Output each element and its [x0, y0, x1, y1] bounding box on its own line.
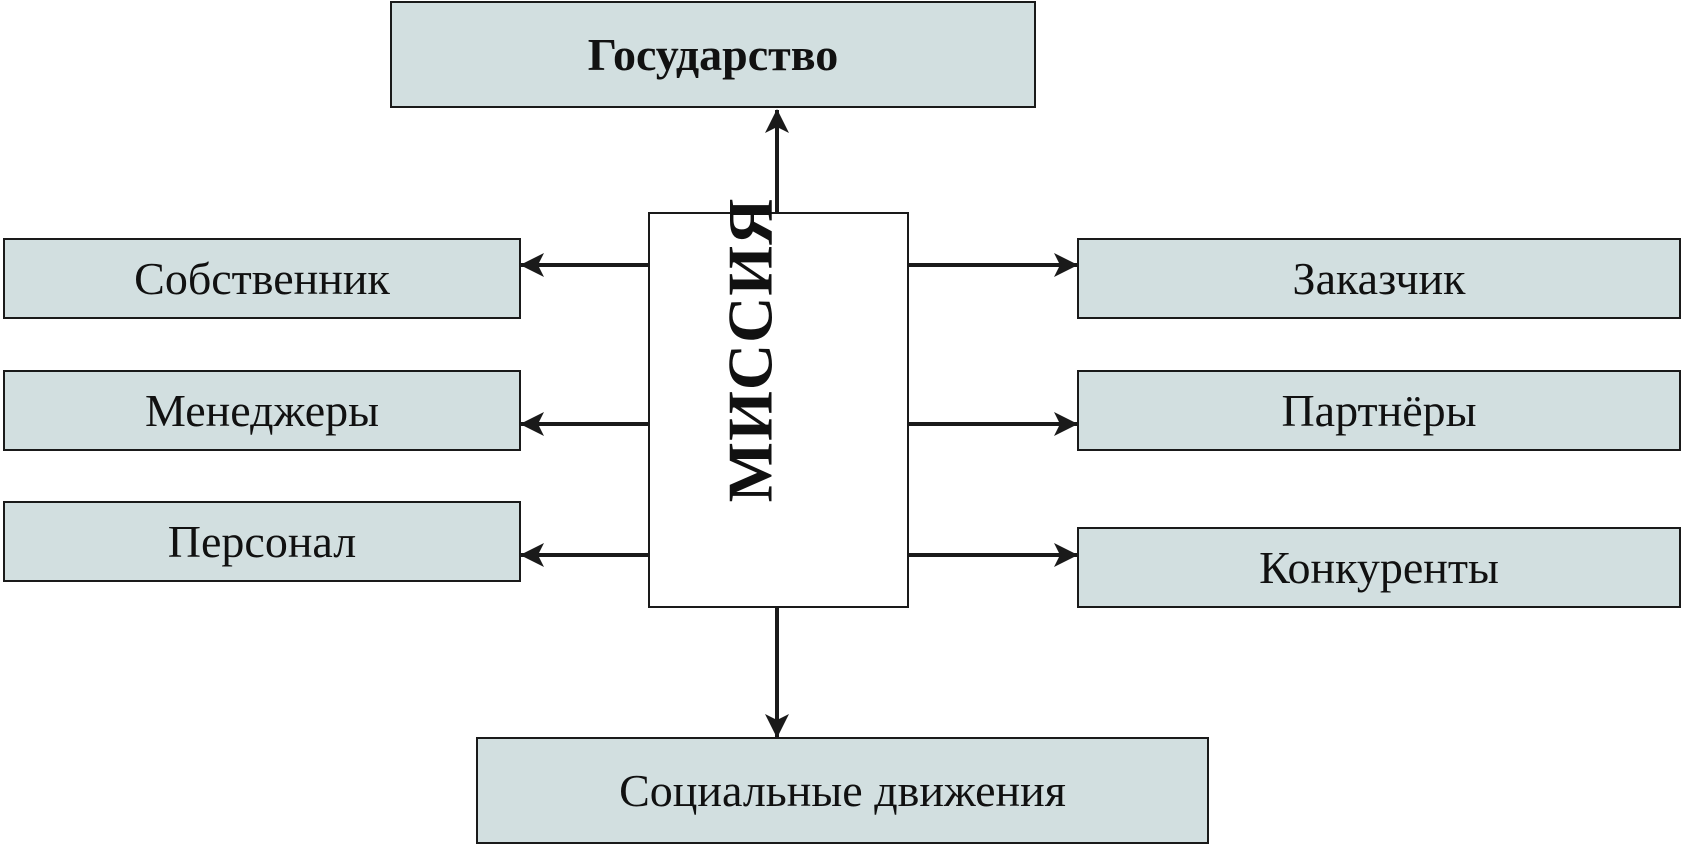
box-right-2-label: Партнёры: [1281, 385, 1477, 436]
box-center-mission: МИССИЯ: [648, 198, 909, 608]
box-top-state: Государство: [390, 1, 1036, 108]
box-right-partners: Партнёры: [1077, 370, 1681, 451]
box-top-label: Государство: [587, 29, 839, 80]
mission-label: МИССИЯ: [714, 197, 786, 503]
box-left-3-label: Персонал: [167, 516, 357, 567]
box-right-customer: Заказчик: [1077, 238, 1681, 319]
box-bottom-social-movements: Социальные движения: [476, 737, 1209, 844]
box-bottom-label: Социальные движения: [619, 765, 1066, 816]
box-right-3-label: Конкуренты: [1259, 542, 1499, 593]
box-left-owner: Собственник: [3, 238, 521, 319]
box-right-competitors: Конкуренты: [1077, 527, 1681, 608]
box-left-personnel: Персонал: [3, 501, 521, 582]
box-right-1-label: Заказчик: [1292, 253, 1466, 304]
box-left-2-label: Менеджеры: [144, 385, 380, 436]
box-left-managers: Менеджеры: [3, 370, 521, 451]
box-left-1-label: Собственник: [134, 253, 390, 304]
